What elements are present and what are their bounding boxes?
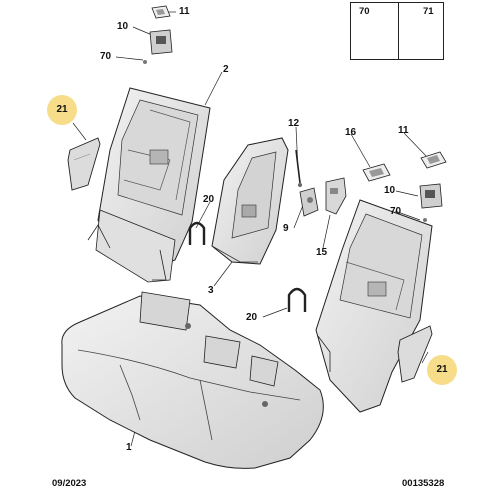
legend-divider — [398, 3, 399, 59]
callout-3: 3 — [208, 285, 214, 296]
footer-date: 09/2023 — [52, 478, 87, 489]
leader-lines — [72, 11, 429, 447]
callout-21-right: 21 — [427, 355, 457, 385]
centre-seatback-frame — [211, 137, 289, 265]
callout-11: 11 — [179, 6, 190, 17]
trim-plate-right-2 — [420, 151, 447, 169]
callout-15: 15 — [316, 247, 328, 258]
side-trim-right — [397, 325, 433, 383]
hook-part-lower — [287, 287, 307, 312]
callout-16: 16 — [345, 127, 357, 138]
latch-part-right — [419, 183, 443, 222]
callout-11-right: 11 — [398, 125, 409, 136]
seat-cushion — [61, 291, 324, 469]
seatback-frame-right — [315, 199, 433, 413]
release-rod — [295, 149, 302, 187]
trim-plate-part — [151, 5, 171, 19]
hook-part-upper — [188, 221, 206, 245]
callout-9: 9 — [283, 223, 289, 234]
legend-label-71: 71 — [423, 6, 434, 17]
release-handle — [299, 187, 319, 217]
callout-2: 2 — [223, 64, 229, 75]
callout-10-right: 10 — [384, 185, 396, 196]
side-trim-left — [67, 137, 101, 191]
callout-1: 1 — [126, 442, 132, 453]
callout-20-lower: 20 — [246, 312, 258, 323]
legend-label-70: 70 — [359, 6, 370, 17]
callout-70-right: 70 — [390, 206, 402, 217]
callout-70: 70 — [100, 51, 112, 62]
callout-20-upper: 20 — [203, 194, 215, 205]
callout-21-left: 21 — [47, 95, 77, 125]
callout-10: 10 — [117, 21, 129, 32]
bracket-part — [325, 177, 347, 215]
callout-12: 12 — [288, 118, 300, 129]
latch-part — [143, 29, 173, 64]
trim-plate-right — [362, 163, 391, 182]
legend-table: 70 71 — [350, 2, 444, 60]
seatback-frame-left — [87, 87, 211, 283]
footer-reference: 00135328 — [402, 478, 445, 489]
